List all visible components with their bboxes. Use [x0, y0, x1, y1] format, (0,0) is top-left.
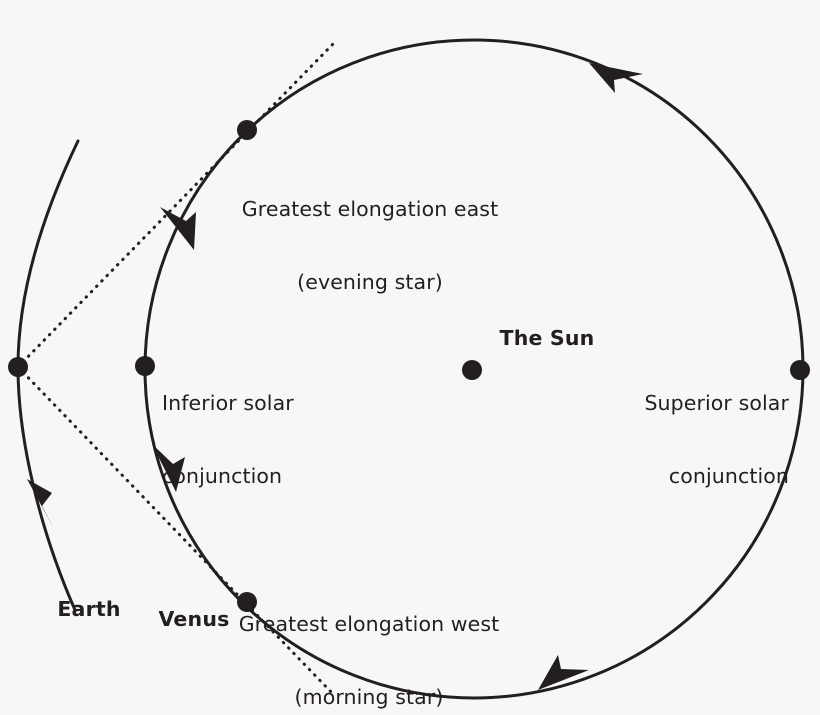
- greatest-elongation-east-label: Greatest elongation east (evening star): [242, 149, 498, 343]
- inferior-solar-conjunction-line2: conjunction: [162, 463, 283, 488]
- greatest-elongation-east-line1: Greatest elongation east: [241, 197, 499, 222]
- venus-orbit-direction-arrow-lower-left: [152, 444, 185, 492]
- greatest-elongation-west-marker: [237, 592, 257, 612]
- earth-marker: [8, 357, 28, 377]
- superior-solar-conjunction-line1: Superior solar: [644, 391, 789, 416]
- earth-label: Earth: [57, 597, 121, 621]
- greatest-elongation-west-line1: Greatest elongation west: [238, 612, 500, 637]
- sight-line-to-greatest-elongation-west: [16, 365, 335, 696]
- earth-orbit-arc: [16, 139, 80, 612]
- superior-solar-conjunction-marker: [790, 360, 810, 380]
- superior-solar-conjunction-label: Superior solar conjunction: [644, 343, 789, 537]
- greatest-elongation-west-label: Greatest elongation west (morning star): [239, 564, 500, 715]
- venus-label: Venus: [158, 607, 230, 631]
- inferior-solar-conjunction-label: Inferior solar conjunction: [162, 343, 294, 537]
- venus-orbit-direction-arrow-upper-left: [160, 207, 196, 250]
- sun-label: The Sun: [499, 326, 595, 350]
- venus-orbit-direction-arrow-bottom: [538, 655, 589, 690]
- sun-marker: [462, 360, 482, 380]
- venus-orbit-direction-arrow-top: [589, 63, 643, 93]
- earth-orbit-direction-arrow: [27, 479, 54, 529]
- greatest-elongation-west-line2: (morning star): [294, 684, 444, 709]
- greatest-elongation-east-marker: [237, 120, 257, 140]
- greatest-elongation-east-line2: (evening star): [297, 269, 443, 294]
- sight-line-to-greatest-elongation-east: [16, 42, 335, 369]
- superior-solar-conjunction-line2: conjunction: [668, 463, 789, 488]
- inferior-solar-conjunction-marker: [135, 356, 155, 376]
- inferior-solar-conjunction-line1: Inferior solar: [162, 391, 294, 416]
